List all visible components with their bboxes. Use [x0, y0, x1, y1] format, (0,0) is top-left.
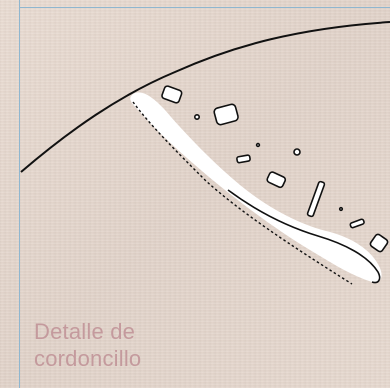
frame-line-left — [19, 0, 20, 388]
fragment-3 — [236, 154, 251, 164]
fragments — [161, 85, 389, 253]
fragment-dot-1 — [194, 114, 201, 121]
frame-line-top — [19, 7, 390, 8]
surface-curve — [20, 21, 390, 173]
fragment-6 — [349, 218, 365, 229]
wedge-edge-dashed — [132, 101, 353, 285]
caption-line-2: cordoncillo — [34, 346, 142, 371]
fragment-5 — [306, 180, 326, 218]
wedge-edge-solid — [227, 189, 381, 284]
fragment-dot-2 — [255, 142, 261, 148]
cordoncillo-wedge — [130, 92, 382, 283]
fragment-1 — [161, 85, 183, 104]
fragment-dot-4 — [338, 206, 344, 212]
fragment-7 — [369, 233, 389, 253]
fragment-4 — [266, 171, 287, 189]
caption-line-1: Detalle de — [34, 319, 136, 344]
fragment-2 — [213, 103, 239, 126]
fragment-dot-3 — [293, 148, 301, 156]
caption: Detalle de cordoncillo — [34, 318, 141, 372]
